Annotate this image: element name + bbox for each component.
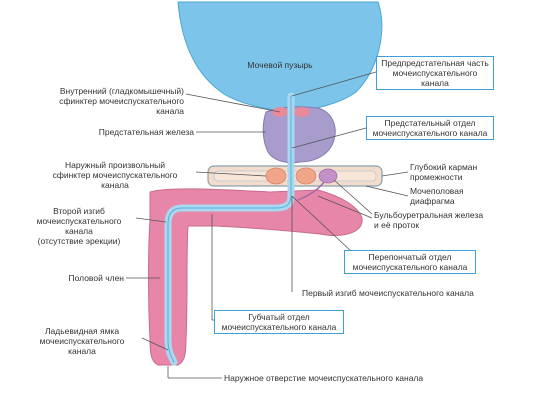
prostate-shape bbox=[262, 106, 336, 164]
external-orifice-label: Наружное отверстие мочеиспускательного к… bbox=[224, 373, 424, 383]
penis-shape bbox=[148, 188, 363, 366]
bulbourethral-gland-label: Бульбоуретральная железа и её проток bbox=[374, 210, 484, 230]
spongy-part-label: Губчатый отдел мочеиспускательного канал… bbox=[214, 310, 344, 334]
bulbourethral-duct bbox=[297, 181, 325, 201]
prostatic-urethra-label: Предпредстательная часть мочеиспускатель… bbox=[376, 56, 494, 90]
bulbourethral-gland-shape bbox=[318, 168, 338, 184]
navicular-fossa-label: Ладьевидная ямка мочеиспускательного кан… bbox=[39, 326, 125, 356]
prostate-label: Предстательная железа bbox=[98, 127, 194, 137]
internal-sphincter-label: Внутренний (гладкомышечный) сфинктер моч… bbox=[59, 86, 184, 116]
penis-label: Половой член bbox=[68, 273, 125, 283]
external-sphincter-shape bbox=[265, 167, 287, 185]
bladder-shape bbox=[177, 1, 383, 113]
membranous-part-label: Перепончатый отдел мочеиспускательного к… bbox=[344, 250, 476, 274]
prostatic-part-label: Предстательный отдел мочеиспускательного… bbox=[366, 116, 494, 140]
urogenital-diaphragm-label: Мочеполовая диафрагма bbox=[410, 186, 464, 206]
leader-lines bbox=[126, 71, 409, 379]
external-sphincter-label: Наружный произвольный сфинктер мочеиспус… bbox=[52, 160, 178, 190]
deep-pouch-label: Глубокий карман промежности bbox=[410, 162, 478, 182]
second-bend-label: Второй изгиб мочеиспускательного канала … bbox=[36, 206, 122, 246]
first-bend-label: Первый изгиб мочеиспускательного канала bbox=[302, 288, 474, 298]
bladder-label: Мочевой пузырь bbox=[247, 60, 313, 70]
